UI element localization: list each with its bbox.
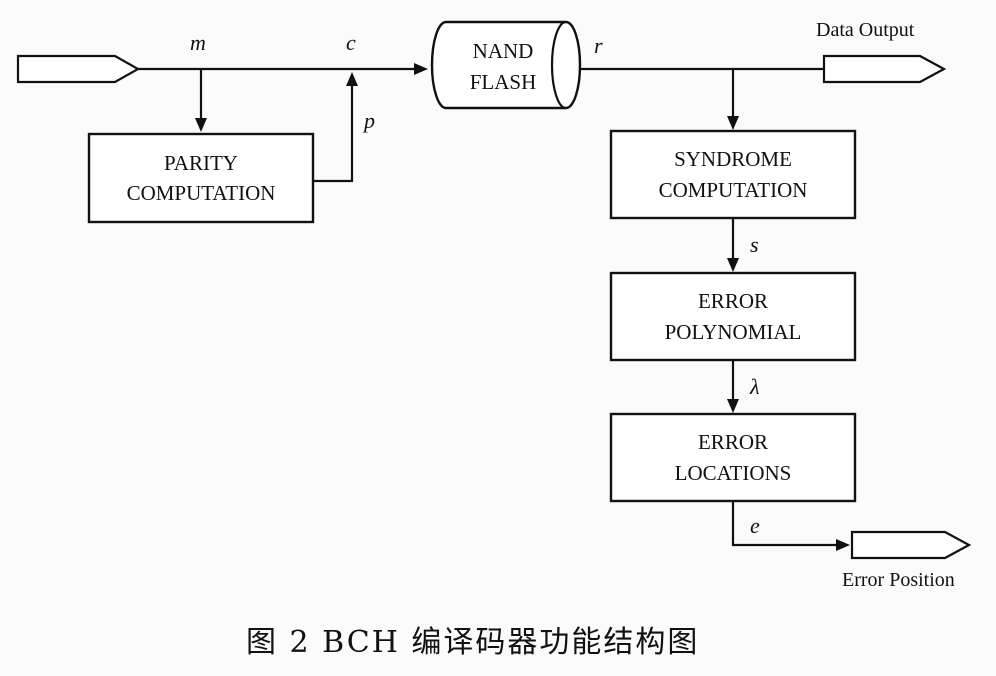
arrow-into-nand — [414, 63, 428, 75]
data-output-port — [822, 54, 947, 84]
arrow-into-polynomial — [727, 258, 739, 272]
parity-label-line1: PARITY — [164, 151, 238, 175]
figure-caption: 图 2 BCH 编译码器功能结构图 — [246, 625, 699, 660]
nand-flash-block — [430, 20, 582, 110]
signal-r-label: r — [594, 33, 603, 58]
signal-s-label: s — [750, 232, 759, 257]
input-port — [16, 54, 141, 84]
signal-c-label: c — [346, 30, 356, 55]
polynomial-label-line1: ERROR — [698, 289, 768, 313]
error-polynomial-block — [609, 271, 857, 362]
syndrome-computation-block — [609, 129, 857, 220]
error-position-label: Error Position — [842, 569, 955, 591]
e-output-line — [731, 501, 840, 547]
syndrome-label-line1: SYNDROME — [674, 147, 792, 171]
arrow-into-syndrome — [727, 116, 739, 130]
error-position-port — [850, 530, 972, 560]
nand-label-line1: NAND — [473, 39, 534, 63]
parity-computation-block — [87, 132, 315, 224]
p-feedback-line — [313, 84, 354, 183]
signal-lambda-label: λ — [749, 374, 760, 399]
locations-label-line2: LOCATIONS — [675, 461, 792, 485]
parity-label-line2: COMPUTATION — [127, 181, 276, 205]
polynomial-label-line2: POLYNOMIAL — [665, 320, 802, 344]
nand-label-line2: FLASH — [470, 70, 537, 94]
locations-label-line1: ERROR — [698, 430, 768, 454]
data-output-label: Data Output — [816, 19, 915, 41]
arrow-p-into-line — [346, 72, 358, 86]
signal-p-label: p — [362, 108, 375, 133]
arrow-into-locations — [727, 399, 739, 413]
signal-e-label: e — [750, 513, 760, 538]
arrow-into-error-port — [836, 539, 850, 551]
signal-m-label: m — [190, 30, 206, 55]
syndrome-label-line2: COMPUTATION — [659, 178, 808, 202]
error-locations-block — [609, 412, 857, 503]
arrow-into-parity — [195, 118, 207, 132]
